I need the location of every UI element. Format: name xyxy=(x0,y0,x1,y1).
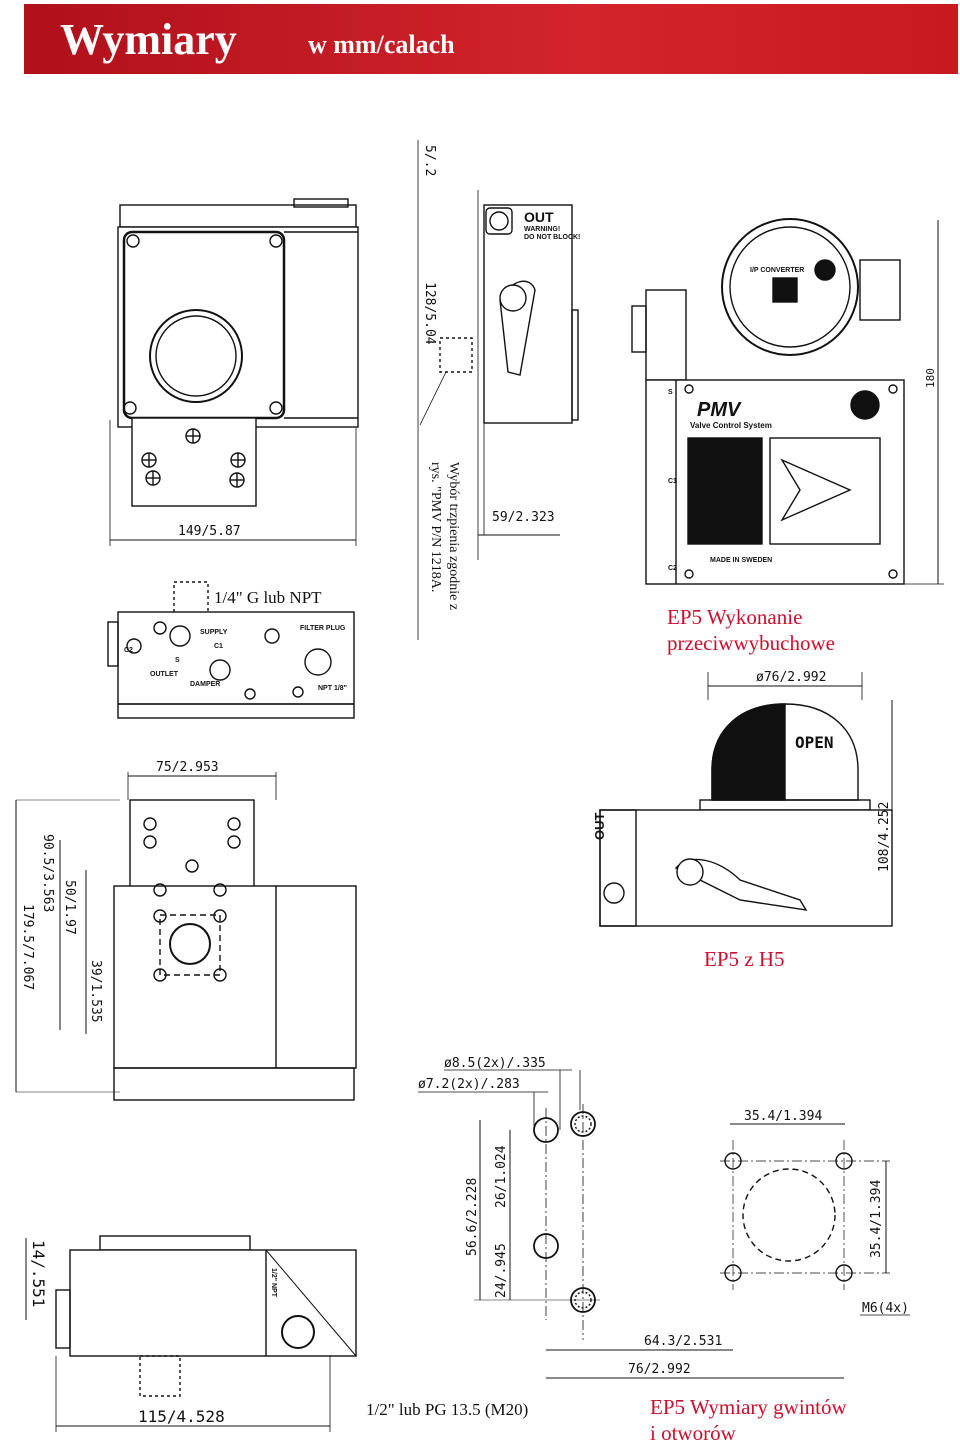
dim-7-2: ø7.2(2x)/.283 xyxy=(418,1077,520,1092)
port-s-label-right: S xyxy=(668,389,673,396)
caption-thread-dimensions: EP5 Wymiary gwintów i otworów xyxy=(650,1394,847,1446)
dim-56-6: 56.6/2.228 xyxy=(465,1178,480,1256)
dim-35-4-h: 35.4/1.394 xyxy=(744,1109,822,1124)
dim-39: 39/1.535 xyxy=(88,960,103,1023)
damper-label: DAMPER xyxy=(190,681,220,688)
port-c1-label-face: C1 xyxy=(214,643,223,650)
npt-half-label: 1/2" NPT xyxy=(270,1268,277,1298)
dim-m6: M6(4x) xyxy=(862,1301,909,1316)
caption-thread-line2: i otworów xyxy=(650,1421,736,1445)
port-thread-note: 1/4" G lub NPT xyxy=(214,588,322,607)
dim-24: 24/.945 xyxy=(494,1243,509,1298)
out-label-h5: OUT xyxy=(592,813,607,841)
dim-59: 59/2.323 xyxy=(492,510,555,525)
front-view-drawing: 149/5.87 xyxy=(109,198,359,546)
caption-explosion-proof-line2: przeciwwybuchowe xyxy=(667,631,835,655)
caption-thread-line1: EP5 Wymiary gwintów xyxy=(650,1395,847,1419)
npt-small-label: NPT 1/8" xyxy=(318,685,347,692)
dim-108: 108/4.252 xyxy=(877,802,892,872)
dim-76-dia: ø76/2.992 xyxy=(756,670,826,685)
brand-tagline-label: Valve Control System xyxy=(690,421,772,430)
page-subtitle: w mm/calach xyxy=(308,30,455,59)
dim-5: 5/.2 xyxy=(422,145,437,176)
made-in-label: MADE IN SWEDEN xyxy=(710,557,772,564)
dim-75: 75/2.953 xyxy=(156,760,219,775)
open-label: OPEN xyxy=(795,733,834,752)
dim-14: 14/.551 xyxy=(29,1240,48,1307)
converter-label: I/P CONVERTER xyxy=(750,267,804,274)
port-c2-label-face: C2 xyxy=(124,647,133,654)
dim-76: 76/2.992 xyxy=(628,1362,691,1377)
caption-ep5-h5: EP5 z H5 xyxy=(704,947,785,971)
supply-label: SUPPLY xyxy=(200,629,228,636)
header-banner: Wymiary w mm/calach xyxy=(24,4,958,74)
dim-149: 149/5.87 xyxy=(178,524,241,539)
ep5-h5-drawing: ø76/2.992 OPEN OUT 108/4.252 xyxy=(592,667,905,931)
dim-26: 26/1.024 xyxy=(494,1145,509,1208)
caption-explosion-proof-line1: EP5 Wykonanie xyxy=(667,605,803,629)
brand-label: PMV xyxy=(697,399,742,421)
dim-115: 115/4.528 xyxy=(138,1407,225,1426)
cable-entry-note: 1/2" lub PG 13.5 (M20) xyxy=(366,1400,529,1419)
do-not-block-label-top: DO NOT BLOCK! xyxy=(524,234,580,241)
dim-128: 128/5.04 xyxy=(422,282,437,345)
port-face-drawing: C2 C1 S OUTLET DAMPER SUPPLY FILTER PLUG… xyxy=(107,581,355,719)
warning-label-top: WARNING! xyxy=(524,226,560,233)
side-view-drawing: 5/.2 128/5.04 OUT WARNING! DO NOT BLOCK!… xyxy=(417,140,580,640)
hole-pattern-drawing: ø8.5(2x)/.335 ø7.2(2x)/.283 56.6/2.228 2… xyxy=(418,1056,910,1379)
dim-8-5: ø8.5(2x)/.335 xyxy=(444,1056,546,1071)
outlet-label: OUTLET xyxy=(150,671,179,678)
out-label-top: OUT xyxy=(524,209,554,225)
dim-64-3: 64.3/2.531 xyxy=(644,1334,722,1349)
dim-50: 50/1.97 xyxy=(62,880,77,935)
pin-note-line1: Wybór trzpienia zgodnie z xyxy=(446,462,461,611)
port-c1-label-right: C1 xyxy=(668,478,677,485)
dim-90-5: 90.5/3.563 xyxy=(40,834,55,912)
end-view-drawing: 14/.551 1/2" NPT 115/4.528 xyxy=(25,1235,357,1432)
caption-explosion-proof: EP5 Wykonanie przeciwwybuchowe xyxy=(667,604,835,656)
dim-180: 180 xyxy=(924,368,937,388)
dim-179-5: 179.5/7.067 xyxy=(20,904,35,990)
pin-note-line2: rys. "PMV P/N 1218A. xyxy=(428,462,443,593)
port-c2-label-right: C2 xyxy=(668,565,677,572)
filter-plug-label: FILTER PLUG xyxy=(300,625,346,632)
dim-35-4-v: 35.4/1.394 xyxy=(869,1180,884,1258)
port-s-label-face: S xyxy=(175,657,180,664)
explosion-proof-drawing: I/P CONVERTER PMV Valve Control System M… xyxy=(629,209,945,589)
bottom-view-drawing: 75/2.953 179.5/7.067 90.5/3.563 50/1.97 … xyxy=(15,760,357,1101)
page-title: Wymiary xyxy=(60,15,237,64)
